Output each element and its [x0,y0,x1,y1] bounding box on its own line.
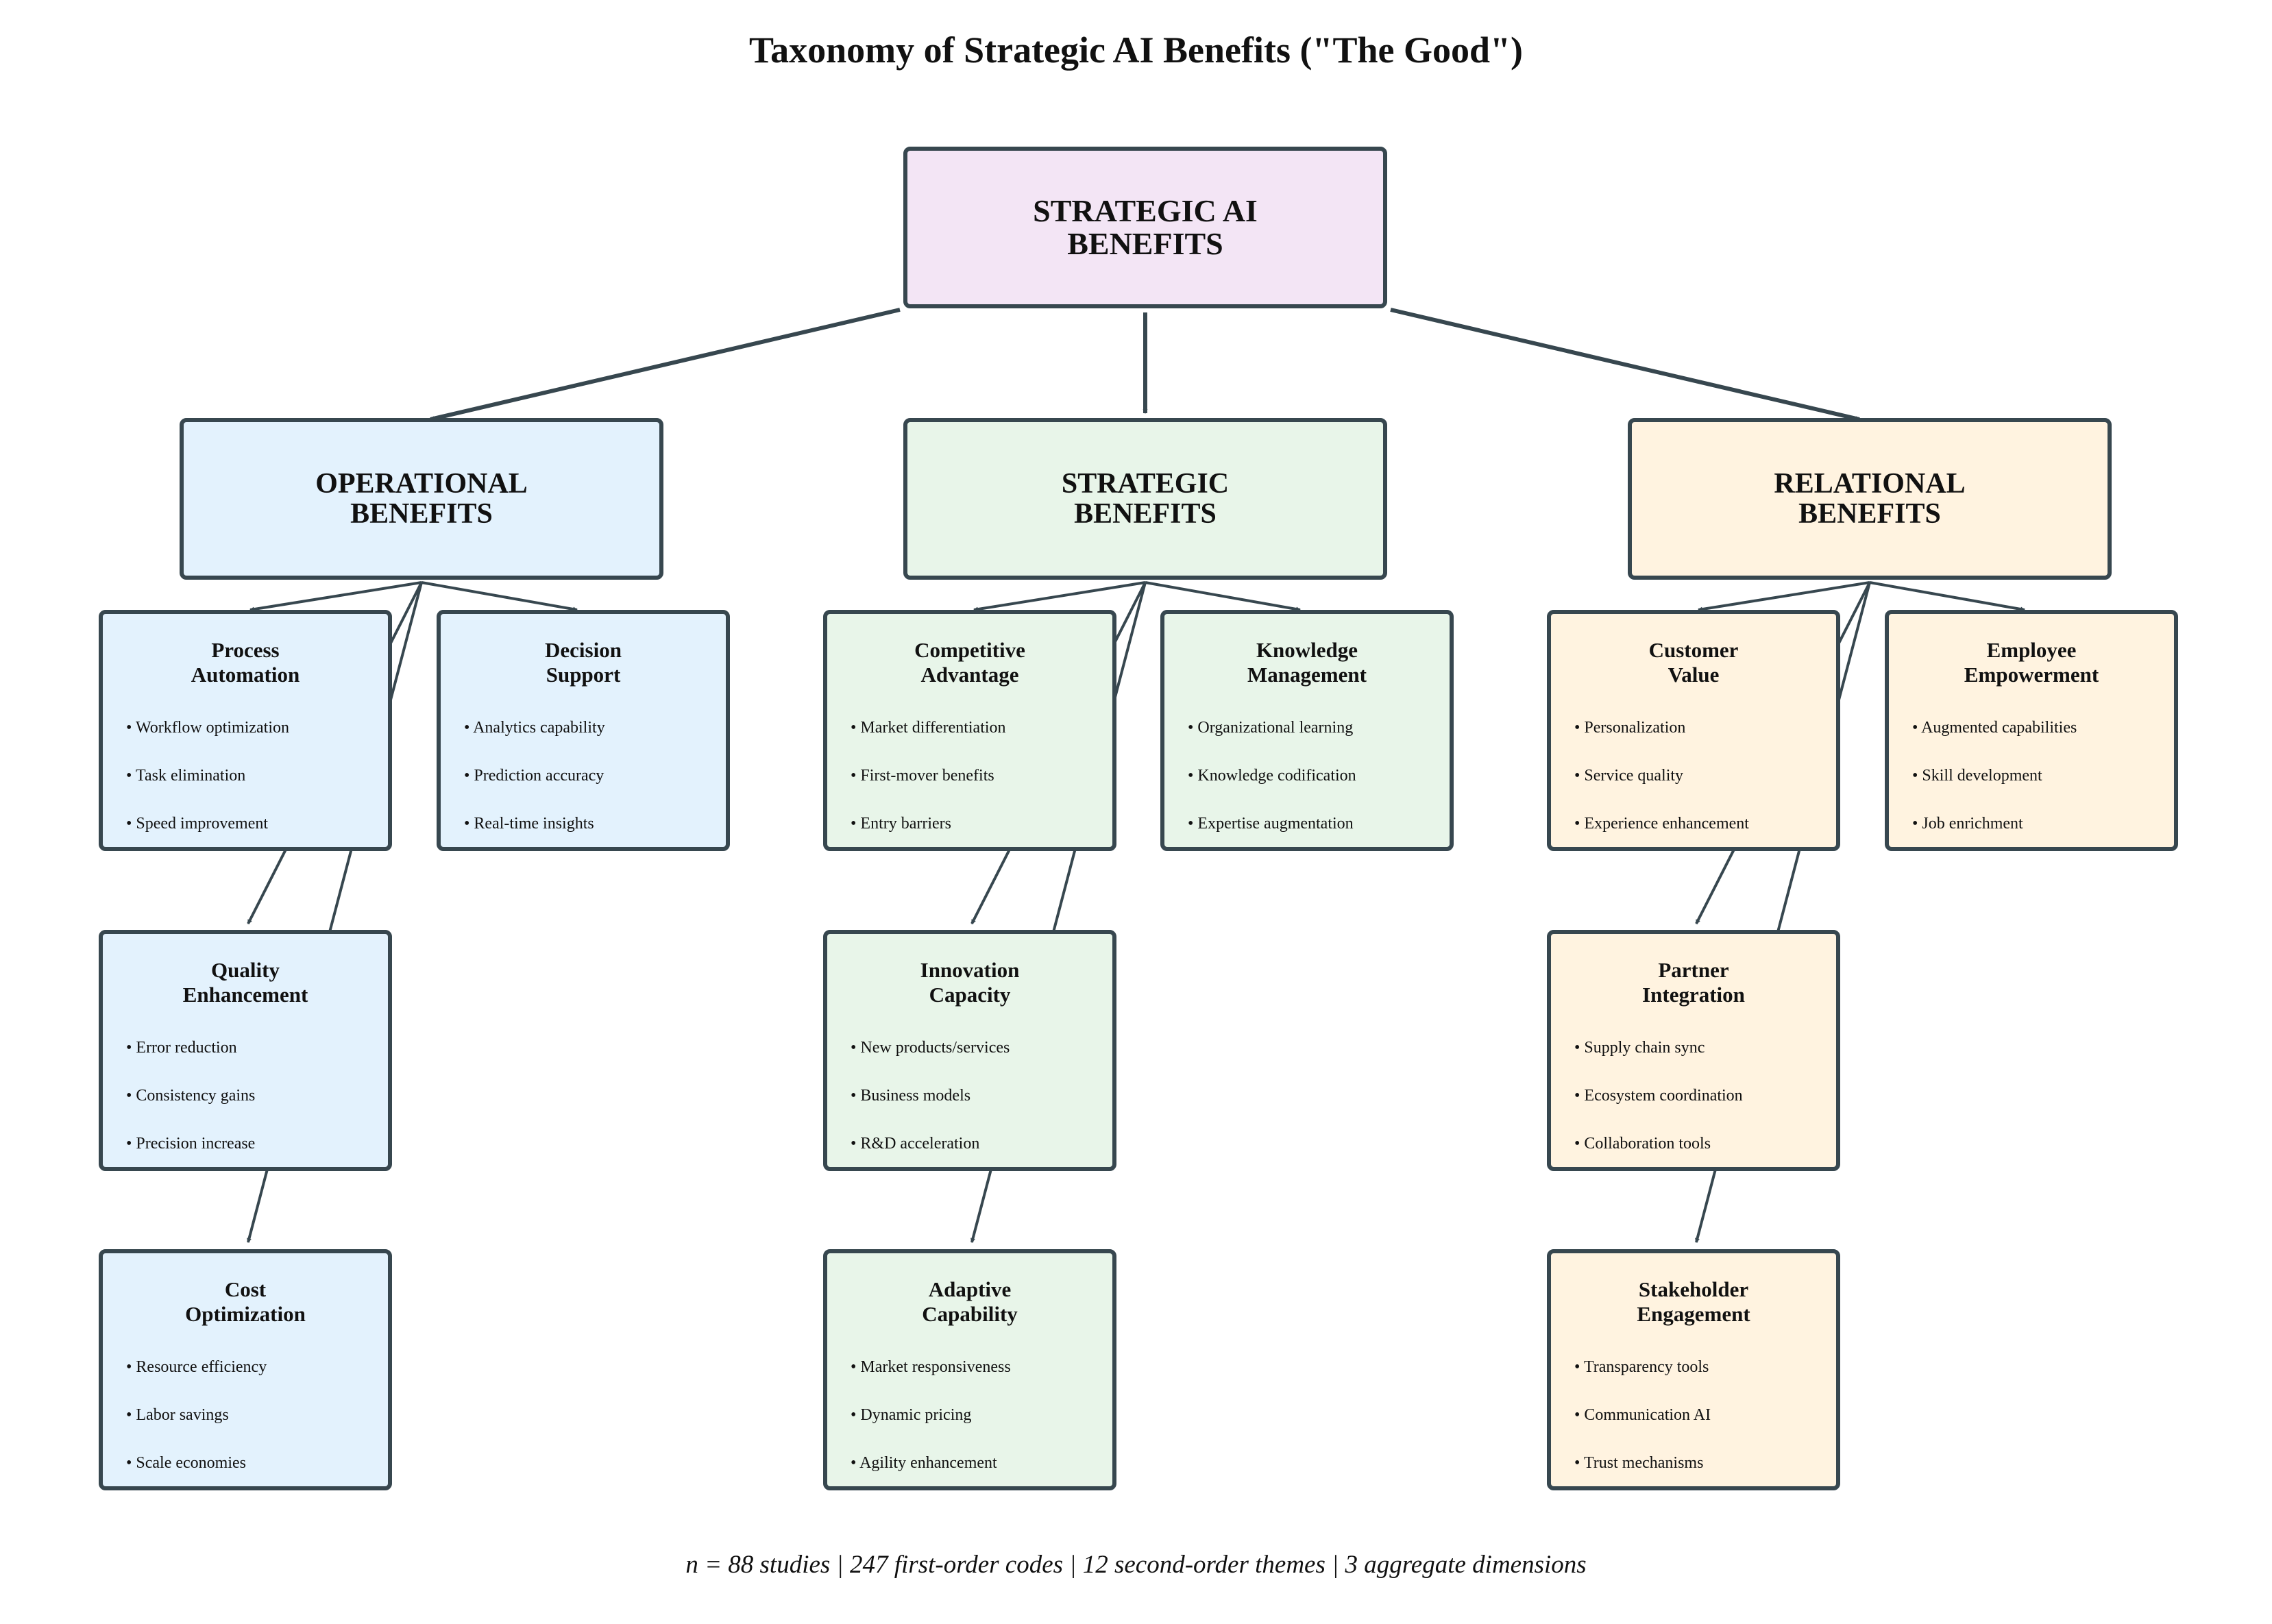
dimension-to-theme-arrow [1698,581,1870,610]
theme-item: • Market responsiveness [851,1358,1011,1376]
theme-title: Process Automation [191,638,300,687]
dimension-to-theme-arrow [974,581,1146,610]
theme-title: Cost Optimization [185,1277,306,1326]
sample-footnote: n = 88 studies | 247 first-order codes |… [685,1551,1587,1579]
theme-item: • Market differentiation [851,719,1006,737]
theme-item: • Personalization [1574,719,1686,737]
root-node-label: STRATEGIC AI BENEFITS [1033,193,1258,261]
theme-item: • Business models [851,1087,971,1105]
theme-item: • Prediction accuracy [464,767,604,785]
theme-title: Stakeholder Engagement [1637,1277,1750,1326]
root-to-relational-arrow [1390,308,1859,421]
theme-item: • Organizational learning [1188,719,1354,737]
theme-item: • Supply chain sync [1574,1039,1705,1057]
theme-item: • Ecosystem coordination [1574,1087,1743,1105]
dimension-strategic: STRATEGIC BENEFITS [903,418,1387,580]
theme-cost-optimization: Cost Optimization • Resource efficiency •… [99,1249,392,1490]
dimension-label: OPERATIONAL BENEFITS [315,468,528,530]
theme-title: Decision Support [545,638,622,687]
theme-quality-enhancement: Quality Enhancement • Error reduction • C… [99,930,392,1171]
theme-item: • Communication AI [1574,1406,1711,1424]
theme-title: Innovation Capacity [920,958,1020,1007]
theme-title: Adaptive Capability [922,1277,1018,1326]
theme-title: Partner Integration [1642,958,1745,1007]
theme-item: • Experience enhancement [1574,815,1749,833]
dimension-to-theme-arrow [1145,581,1300,610]
theme-item: • New products/services [851,1039,1010,1057]
root-node: STRATEGIC AI BENEFITS [903,147,1387,308]
dimension-relational: RELATIONAL BENEFITS [1628,418,2112,580]
dimension-to-theme-arrow [250,581,422,610]
theme-item: • Collaboration tools [1574,1135,1711,1153]
theme-item: • Resource efficiency [126,1358,267,1376]
theme-title: Knowledge Management [1247,638,1367,687]
theme-item: • Dynamic pricing [851,1406,972,1424]
theme-item: • Analytics capability [464,719,605,737]
theme-title: Quality Enhancement [182,958,308,1007]
theme-title: Customer Value [1648,638,1739,687]
theme-competitive-advantage: Competitive Advantage • Market different… [823,610,1116,851]
theme-adaptive-capability: Adaptive Capability • Market responsiven… [823,1249,1116,1490]
theme-item: • Labor savings [126,1406,229,1424]
theme-item: • Error reduction [126,1039,237,1057]
theme-item: • First-mover benefits [851,767,994,785]
dimension-label: RELATIONAL BENEFITS [1774,468,1966,530]
theme-item: • Agility enhancement [851,1454,997,1472]
theme-item: • Service quality [1574,767,1684,785]
theme-title: Competitive Advantage [914,638,1025,687]
theme-title: Employee Empowerment [1964,638,2099,687]
theme-item: • Speed improvement [126,815,269,833]
diagram-title: Taxonomy of Strategic AI Benefits ("The … [749,29,1523,71]
root-to-operational-arrow [430,308,901,421]
theme-item: • R&D acceleration [851,1135,980,1153]
theme-partner-integration: Partner Integration • Supply chain sync •… [1547,930,1840,1171]
theme-item: • Augmented capabilities [1912,719,2077,737]
theme-stakeholder-engagement: Stakeholder Engagement • Transparency to… [1547,1249,1840,1490]
theme-item: • Scale economies [126,1454,247,1472]
theme-item: • Knowledge codification [1188,767,1356,785]
theme-item: • Transparency tools [1574,1358,1709,1376]
theme-item: • Consistency gains [126,1087,256,1105]
dimension-to-theme-arrow [1869,581,2025,610]
theme-decision-support: Decision Support • Analytics capability •… [437,610,730,851]
theme-item: • Workflow optimization [126,719,289,737]
theme-item: • Task elimination [126,767,246,785]
theme-item: • Real-time insights [464,815,594,833]
theme-innovation-capacity: Innovation Capacity • New products/servi… [823,930,1116,1171]
theme-process-automation: Process Automation • Workflow optimizati… [99,610,392,851]
dimension-operational: OPERATIONAL BENEFITS [180,418,663,580]
theme-employee-empowerment: Employee Empowerment • Augmented capabil… [1885,610,2178,851]
theme-item: • Trust mechanisms [1574,1454,1704,1472]
theme-item: • Job enrichment [1912,815,2023,833]
theme-item: • Entry barriers [851,815,952,833]
theme-item: • Skill development [1912,767,2042,785]
theme-customer-value: Customer Value • Personalization • Servic… [1547,610,1840,851]
dimension-to-theme-arrow [421,581,577,610]
theme-item: • Expertise augmentation [1188,815,1354,833]
theme-knowledge-management: Knowledge Management • Organizational le… [1160,610,1454,851]
dimension-label: STRATEGIC BENEFITS [1061,468,1230,530]
theme-item: • Precision increase [126,1135,256,1153]
